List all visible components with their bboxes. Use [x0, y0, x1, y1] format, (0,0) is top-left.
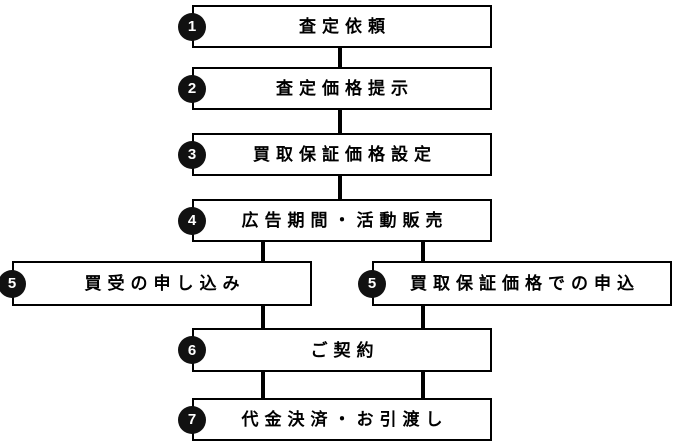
step-box-6-contract: 6 ご契約	[178, 328, 492, 372]
step-box-7-payment-handover: 7 代金決済・お引渡し	[178, 398, 492, 441]
step-box-5-purchase-application: 5 買受の申し込み	[0, 261, 312, 306]
step-box-5-guarantee-price-application: 5 買取保証価格での申込	[358, 261, 672, 306]
step-number-badge: 7	[178, 405, 206, 434]
step-number-badge: 3	[178, 140, 206, 169]
step-label: 買取保証価格での申込	[410, 274, 640, 293]
step-number-badge: 6	[178, 336, 206, 364]
connector-line	[338, 110, 342, 133]
step-label: 広告期間・活動販売	[241, 211, 449, 230]
step-number-badge: 1	[178, 12, 206, 41]
step-label: 買受の申し込み	[84, 274, 246, 293]
step-label: ご契約	[310, 340, 380, 360]
step-number-badge: 2	[178, 74, 206, 103]
connector-line-right-branch	[421, 242, 425, 261]
step-box-4-advertising-period: 4 広告期間・活動販売	[178, 199, 492, 242]
step-number-badge: 5	[0, 269, 26, 298]
step-box-3-guarantee-price-setting: 3 買取保証価格設定	[178, 133, 492, 176]
connector-line-left-branch	[261, 372, 265, 398]
step-label: 代金決済・お引渡し	[241, 410, 449, 429]
connector-line	[338, 48, 342, 67]
step-label: 査定価格提示	[276, 79, 414, 98]
connector-line-left-branch	[261, 242, 265, 261]
connector-line-left-branch	[261, 306, 265, 328]
connector-line-right-branch	[421, 372, 425, 398]
step-label: 査定依頼	[299, 17, 391, 36]
step-box-1-assessment-request: 1 査定依頼	[178, 5, 492, 48]
step-label: 買取保証価格設定	[253, 145, 437, 164]
step-box-2-assessment-price: 2 査定価格提示	[178, 67, 492, 110]
connector-line	[338, 176, 342, 199]
step-number-badge: 4	[178, 206, 206, 235]
connector-line-right-branch	[421, 306, 425, 328]
step-number-badge: 5	[358, 269, 386, 298]
